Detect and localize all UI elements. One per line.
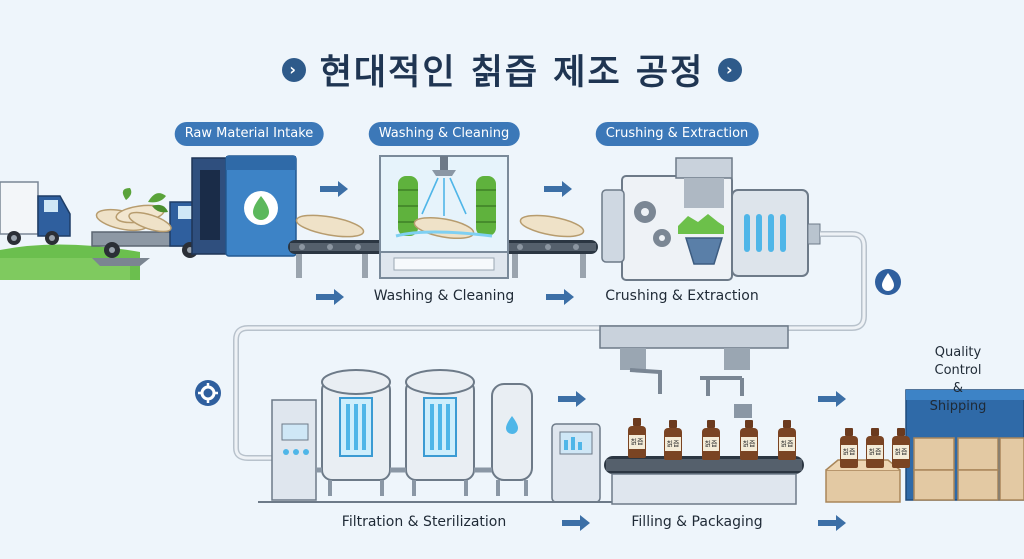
caption-quality-control: Quality Control & Shipping — [925, 344, 991, 416]
water-drop-icon — [875, 269, 901, 295]
bottle-label: 칡즙 — [841, 445, 857, 459]
juice-bottle: 칡즙 — [628, 418, 646, 458]
caption-filling: Filling & Packaging — [631, 514, 763, 530]
chevron-right-icon: › — [281, 58, 306, 82]
arrow-right-icon — [316, 181, 846, 531]
tag-raw-material: Raw Material Intake — [174, 122, 324, 146]
intake-hopper — [191, 155, 297, 257]
caption-filtration: Filtration & Sterilization — [341, 514, 507, 530]
caption-washing: Washing & Cleaning — [373, 288, 515, 304]
filling-line — [599, 325, 804, 505]
gear-icon — [195, 380, 221, 406]
juice-bottle: 칡즙 — [892, 428, 910, 468]
bottle-label: 칡즙 — [893, 445, 909, 459]
bottle-label: 칡즙 — [741, 437, 757, 451]
juice-bottle: 칡즙 — [840, 428, 858, 468]
chevron-right-icon: › — [718, 58, 743, 82]
juice-bottle: 칡즙 — [740, 420, 758, 460]
crushing-extractor — [601, 157, 821, 281]
juice-bottle: 칡즙 — [664, 420, 682, 460]
page-title: › 현대적인 칡즙 제조 공정 › — [0, 44, 1024, 95]
delivery-truck — [0, 181, 71, 245]
bottle-label: 칡즙 — [867, 445, 883, 459]
caption-crushing: Crushing & Extraction — [605, 288, 759, 304]
title-text: 현대적인 칡즙 제조 공정 — [319, 53, 705, 93]
bottle-label: 칡즙 — [703, 437, 719, 451]
bottle-label: 칡즙 — [629, 435, 645, 449]
filtration-tanks — [258, 369, 612, 503]
bottle-label: 칡즙 — [779, 437, 795, 451]
shipping-area — [825, 389, 1024, 503]
juice-bottle: 칡즙 — [778, 420, 796, 460]
washing-machine — [379, 155, 509, 279]
qc-line-2: & Shipping — [929, 381, 987, 414]
juice-bottle: 칡즙 — [702, 420, 720, 460]
juice-bottle: 칡즙 — [866, 428, 884, 468]
tag-crushing: Crushing & Extraction — [595, 122, 759, 146]
tag-washing: Washing & Cleaning — [368, 122, 520, 146]
qc-line-1: Quality Control — [934, 345, 982, 378]
bottle-label: 칡즙 — [665, 437, 681, 451]
